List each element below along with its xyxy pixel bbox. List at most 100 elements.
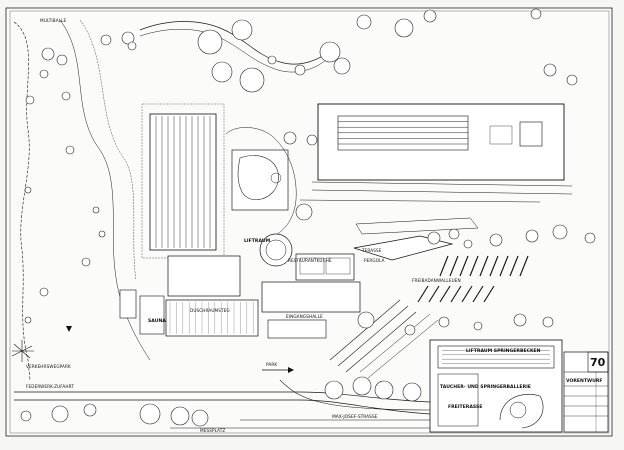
label-sauna: SAUNA bbox=[148, 318, 166, 324]
building-complex bbox=[119, 253, 361, 339]
label-messplatz: MESSPLATZ bbox=[200, 428, 225, 433]
label-restaurant: RESTAURANTKÜCHE bbox=[288, 258, 332, 263]
tree bbox=[267, 55, 277, 65]
tree bbox=[333, 57, 351, 75]
tree bbox=[525, 229, 539, 243]
liftraum-circle bbox=[259, 233, 293, 267]
parking-stall bbox=[449, 255, 459, 277]
tree bbox=[24, 316, 32, 324]
tree bbox=[427, 231, 441, 245]
tree bbox=[51, 405, 69, 423]
promenade-lines bbox=[299, 181, 573, 203]
lap-pool-left bbox=[149, 113, 217, 251]
triangle-marker bbox=[66, 326, 72, 332]
parking-stall bbox=[479, 255, 489, 277]
tree bbox=[191, 409, 209, 427]
tree bbox=[100, 34, 112, 46]
label-federwerk: FEDERWERK-ZUFAHRT bbox=[26, 384, 74, 389]
tree bbox=[83, 403, 97, 417]
tree bbox=[566, 74, 578, 86]
label-park: PARK bbox=[266, 362, 277, 367]
title-block bbox=[563, 351, 609, 433]
sheet-number: 70 bbox=[590, 356, 606, 369]
label-freiterasse: FREITERASSE bbox=[448, 404, 482, 410]
tree bbox=[552, 224, 568, 240]
label-verkehrsweg: VERKEHRSWEGPARK bbox=[26, 364, 71, 369]
tree bbox=[306, 134, 318, 146]
label-strasse: MAX-JOSEF-STRASSE bbox=[332, 414, 378, 420]
leisure-pool bbox=[231, 149, 289, 211]
label-duschraum: DUSCHRAUMSTEG bbox=[190, 308, 230, 313]
tree bbox=[121, 31, 135, 45]
building-hatch bbox=[169, 302, 254, 334]
tree bbox=[324, 380, 344, 400]
label-freibad: FREIBADANWALLEUEN bbox=[412, 278, 461, 283]
tree bbox=[197, 29, 223, 55]
parking-stall bbox=[519, 255, 529, 277]
tree bbox=[20, 410, 32, 422]
parking-stall bbox=[417, 285, 429, 303]
tree bbox=[56, 54, 68, 66]
sports-pool-right bbox=[317, 103, 565, 181]
tree bbox=[239, 67, 265, 93]
tree bbox=[394, 18, 414, 38]
label-terasse: TERASSE bbox=[361, 248, 382, 253]
path-curve-left-2 bbox=[79, 19, 137, 281]
label-springer: LIFTRAUM SPRINGERBECKEN bbox=[466, 348, 541, 354]
parking-stall bbox=[472, 285, 484, 303]
parking-stalls bbox=[417, 255, 529, 303]
tree bbox=[357, 311, 375, 329]
tree bbox=[542, 316, 554, 328]
tree bbox=[41, 47, 55, 61]
tree bbox=[352, 376, 372, 396]
bottom-road-2 bbox=[170, 419, 430, 429]
tree bbox=[374, 380, 394, 400]
label-liftraum: LIFTRAUM bbox=[244, 238, 271, 244]
tree bbox=[231, 19, 253, 41]
tree bbox=[92, 206, 100, 214]
parking-stall bbox=[459, 255, 469, 277]
tree bbox=[584, 232, 596, 244]
parking-stall bbox=[439, 255, 449, 277]
label-pergola: PERGOLA bbox=[364, 258, 385, 263]
parking-stall bbox=[489, 255, 499, 277]
tree bbox=[81, 257, 91, 267]
tree bbox=[139, 403, 161, 425]
tree bbox=[170, 406, 190, 426]
tree bbox=[319, 41, 341, 63]
tree bbox=[65, 145, 75, 155]
tree bbox=[25, 95, 35, 105]
label-multiballe: MULTIBALLE bbox=[40, 18, 67, 23]
parking-stall bbox=[428, 285, 440, 303]
parking-stall bbox=[483, 285, 495, 303]
parking-stall bbox=[450, 285, 462, 303]
parking-stall bbox=[461, 285, 473, 303]
tree bbox=[438, 316, 450, 328]
tree bbox=[423, 9, 437, 23]
label-vorentwurf: VORENTWURF bbox=[566, 378, 603, 384]
tree bbox=[530, 8, 542, 20]
tree bbox=[356, 14, 372, 30]
tree bbox=[404, 324, 416, 336]
parking-stall bbox=[499, 255, 509, 277]
label-taucher: TAUCHER- UND SPRINGERBALLERIE bbox=[440, 384, 531, 390]
parking-stall bbox=[439, 285, 451, 303]
tree bbox=[211, 61, 233, 83]
curving-road-top bbox=[139, 21, 331, 65]
tree bbox=[513, 313, 527, 327]
tree bbox=[283, 131, 297, 145]
sheet-inner-frame bbox=[9, 10, 610, 434]
springer-basin-block bbox=[429, 339, 563, 433]
tree bbox=[98, 230, 106, 238]
tree bbox=[543, 63, 557, 77]
terrace-wing bbox=[353, 217, 479, 261]
lap-pool-lane-lines bbox=[155, 116, 211, 248]
tree bbox=[24, 186, 32, 194]
tree bbox=[448, 228, 460, 240]
tree bbox=[294, 64, 306, 76]
max-josef-road bbox=[279, 379, 431, 411]
springer-pool-lines bbox=[442, 350, 550, 364]
tree bbox=[295, 203, 313, 221]
